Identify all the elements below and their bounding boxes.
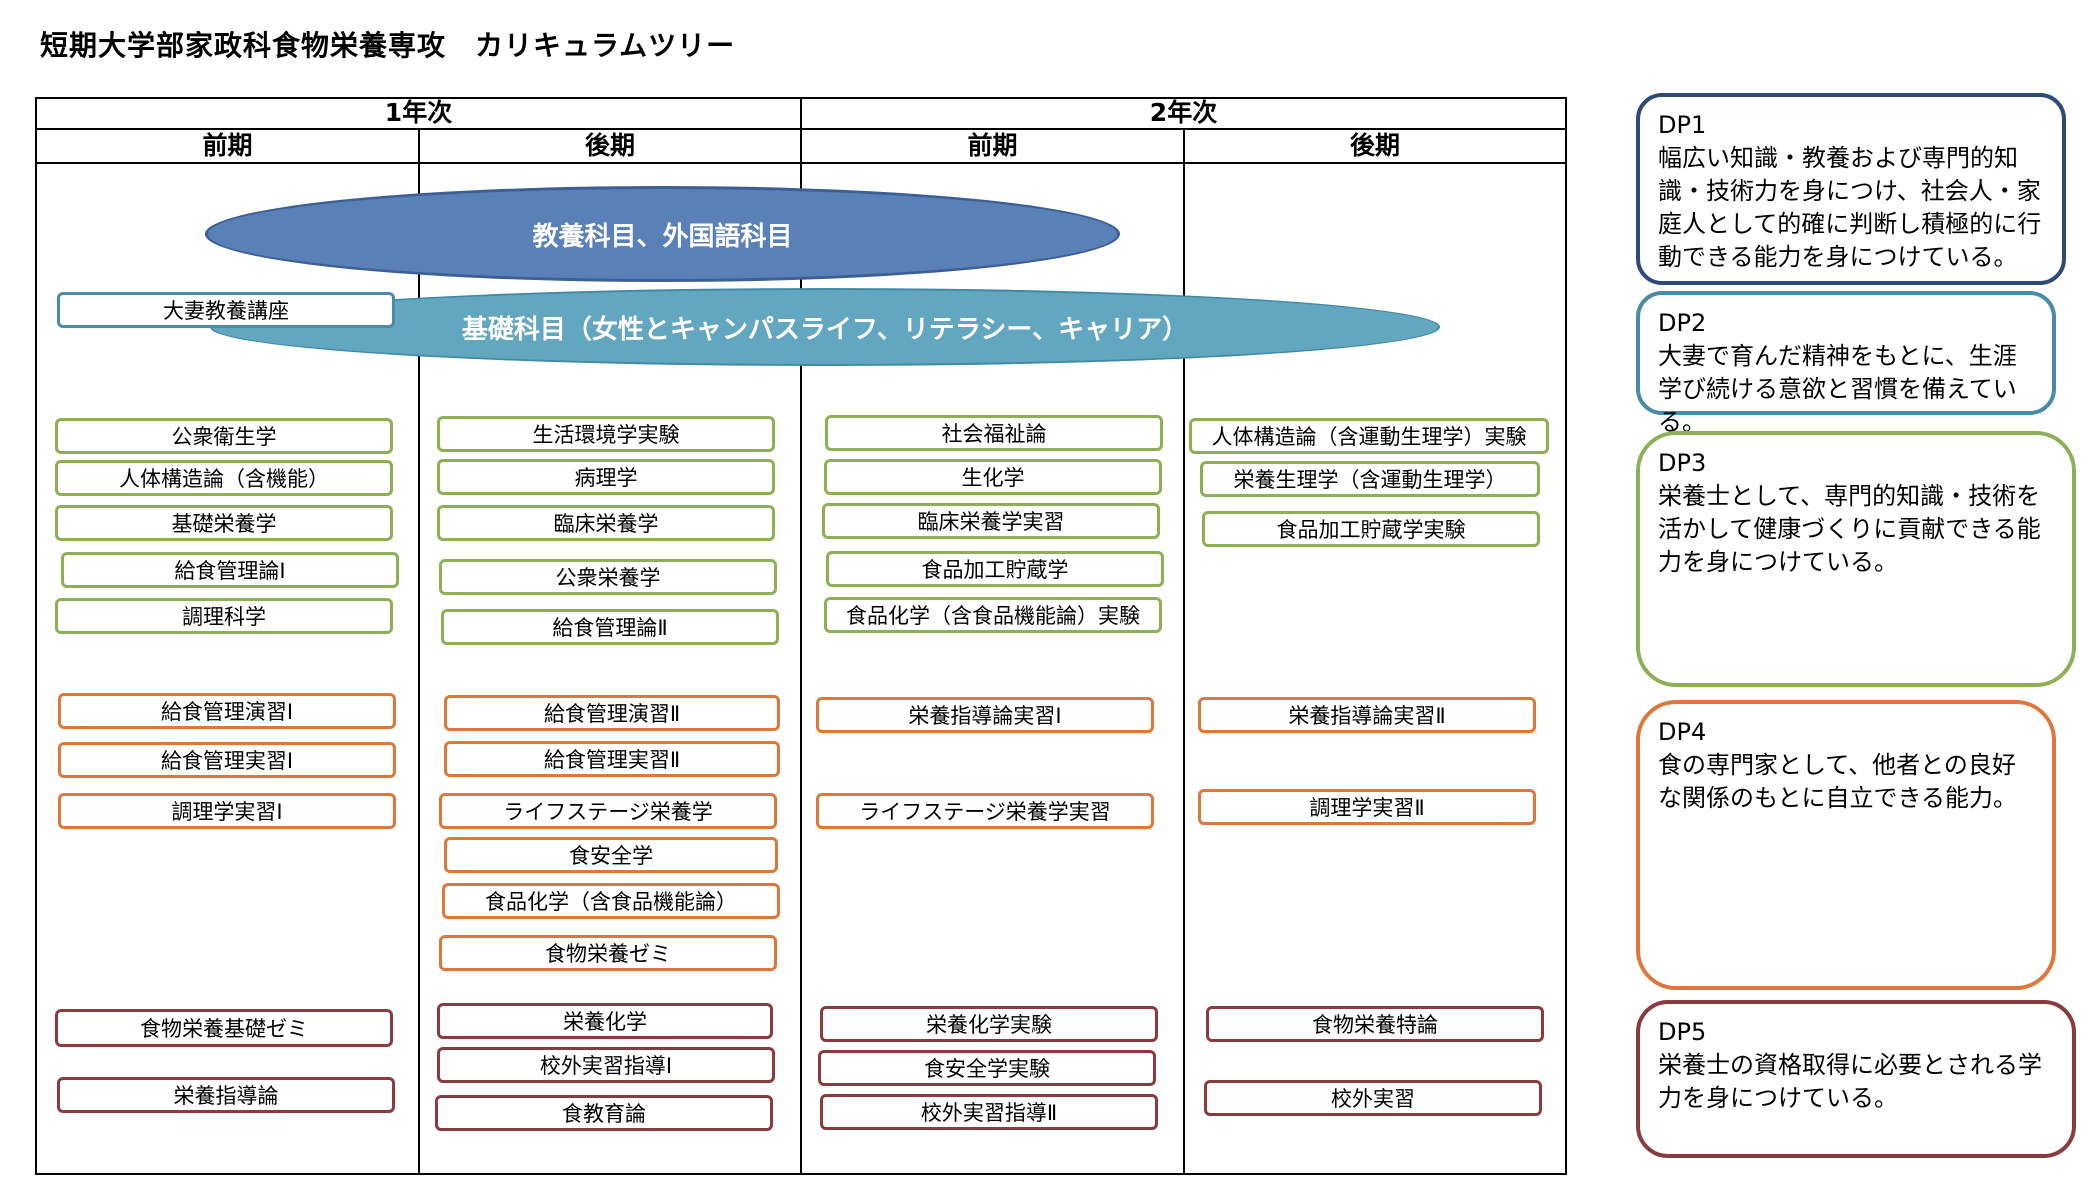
course-box: 校外実習指導Ⅰ [437,1047,775,1083]
course-box: 臨床栄養学 [437,505,775,541]
dp1-label: DP1 [1658,111,1707,139]
course-box: 生活環境学実験 [437,416,775,452]
liberal-arts-band: 教養科目、外国語科目 [205,186,1120,282]
column-divider-1 [418,130,420,1175]
course-box: 食安全学実験 [818,1050,1156,1086]
course-box: 公衆栄養学 [439,559,777,595]
course-box: 給食管理演習Ⅱ [444,695,780,731]
course-box: 給食管理実習Ⅱ [444,741,780,777]
dp2-box: DP2 大妻で育んだ精神をもとに、生涯学び続ける意欲と習慣を備えている。 [1636,291,2056,436]
dp3-label: DP3 [1658,449,1707,477]
course-box: 栄養指導論 [57,1077,395,1113]
dp5-box: DP5 栄養士の資格取得に必要とされる学力を身につけている。 [1636,1000,2076,1158]
course-box: 栄養化学実験 [820,1006,1158,1042]
dp4-label: DP4 [1658,718,1707,746]
term-header-y2-second: 後期 [1349,131,1400,160]
course-otsuma-lecture: 大妻教養講座 [57,292,395,328]
dp4-text: 食の専門家として、他者との良好な関係のもとに自立できる能力。 [1658,751,2018,812]
column-divider-3 [1183,130,1185,1175]
course-box: 人体構造論（含運動生理学）実験 [1189,418,1549,454]
course-box: 調理学実習Ⅱ [1198,789,1536,825]
course-box: 食品化学（含食品機能論）実験 [824,597,1162,633]
course-box: 病理学 [437,459,775,495]
course-box: 食教育論 [435,1095,773,1131]
course-box: 生化学 [824,459,1162,495]
course-box: 給食管理実習Ⅰ [58,742,396,778]
course-box: 校外実習指導Ⅱ [820,1094,1158,1130]
course-box: 給食管理演習Ⅰ [58,693,396,729]
year-header-1: 1年次 [384,98,453,127]
column-divider-2 [800,97,802,1175]
course-box: ライフステージ栄養学 [439,793,777,829]
course-box: 栄養生理学（含運動生理学） [1200,461,1540,497]
course-box: 人体構造論（含機能） [55,460,393,496]
course-box: 栄養指導論実習Ⅰ [816,697,1154,733]
course-box: 調理科学 [55,598,393,634]
course-box: 栄養指導論実習Ⅱ [1198,697,1536,733]
term-header-y2-first: 前期 [967,131,1018,160]
dp1-text: 幅広い知識・教養および専門的知識・技術力を身につけ、社会人・家庭人として的確に判… [1658,144,2042,271]
basic-subjects-label: 基礎科目（女性とキャンパスライフ、リテラシー、キャリア） [461,314,1189,345]
course-box: 給食管理論Ⅱ [441,609,779,645]
dp2-label: DP2 [1658,309,1707,337]
course-box: 食物栄養基礎ゼミ [55,1009,393,1047]
course-box: 食物栄養ゼミ [439,935,777,971]
course-box: 食安全学 [444,837,778,873]
course-box: 校外実習 [1204,1080,1542,1116]
liberal-arts-label: 教養科目、外国語科目 [532,221,793,252]
course-box: 食品加工貯蔵学実験 [1202,511,1540,547]
term-header-y1-second: 後期 [584,131,635,160]
dp3-box: DP3 栄養士として、専門的知識・技術を活かして健康づくりに貢献できる能力を身に… [1636,431,2076,687]
dp4-box: DP4 食の専門家として、他者との良好な関係のもとに自立できる能力。 [1636,700,2056,990]
course-box: 基礎栄養学 [55,505,393,541]
dp1-box: DP1 幅広い知識・教養および専門的知識・技術力を身につけ、社会人・家庭人として… [1636,93,2066,285]
page-title: 短期大学部家政科食物栄養専攻 カリキュラムツリー [40,29,736,62]
course-box: 給食管理論Ⅰ [61,552,399,588]
course-box: 臨床栄養学実習 [822,503,1160,539]
course-box: 社会福祉論 [825,415,1163,451]
dp5-text: 栄養士の資格取得に必要とされる学力を身につけている。 [1658,1051,2042,1112]
course-box: ライフステージ栄養学実習 [816,793,1154,829]
course-box: 食物栄養特論 [1206,1006,1544,1042]
dp3-text: 栄養士として、専門的知識・技術を活かして健康づくりに貢献できる能力を身につけてい… [1658,482,2041,576]
year-header-2: 2年次 [1149,98,1218,127]
course-box: 栄養化学 [437,1003,773,1039]
basic-subjects-band: 基礎科目（女性とキャンパスライフ、リテラシー、キャリア） [210,288,1440,366]
course-box: 食品加工貯蔵学 [826,551,1164,587]
course-box: 公衆衛生学 [55,418,393,454]
dp5-label: DP5 [1658,1018,1707,1046]
course-box: 調理学実習Ⅰ [58,793,396,829]
dp2-text: 大妻で育んだ精神をもとに、生涯学び続ける意欲と習慣を備えている。 [1658,342,2017,436]
course-box: 食品化学（含食品機能論） [442,883,780,919]
term-header-y1-first: 前期 [202,131,253,160]
